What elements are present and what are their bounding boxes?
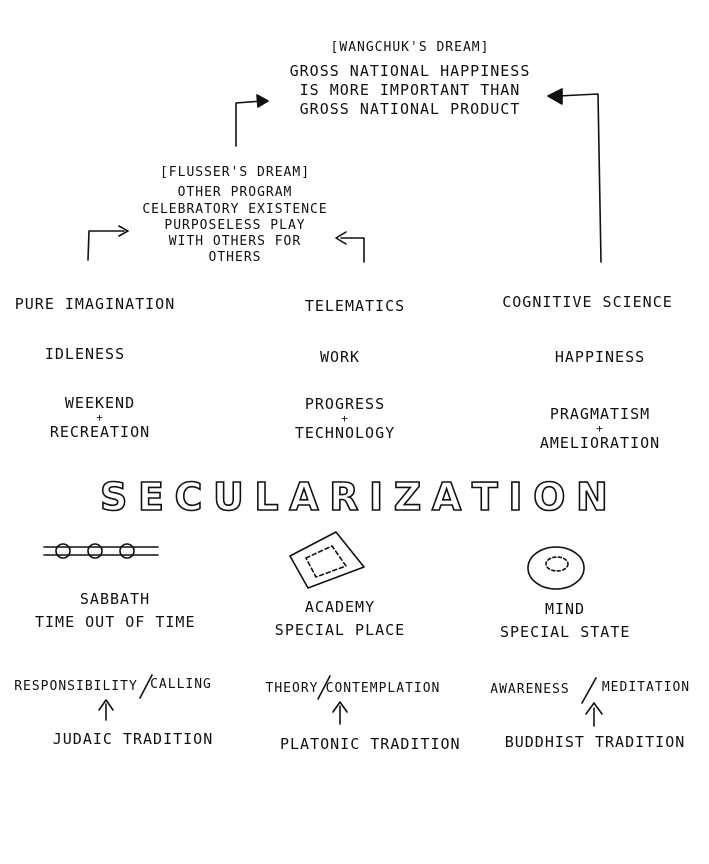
pair-weekend: WEEKEND xyxy=(64,394,136,412)
heading-cognitive-science: COGNITIVE SCIENCE xyxy=(502,293,673,311)
plus-sign: + xyxy=(596,421,604,435)
banner-letter: E xyxy=(137,475,166,519)
banner-letter: N xyxy=(575,475,610,519)
label-mind-line-2: SPECIAL STATE xyxy=(500,622,631,641)
wangchuk-dream-title: [WANGCHUK'S DREAM] xyxy=(330,40,490,55)
arrow-cognitive-to-wangchuk-head xyxy=(547,88,563,105)
label-academy: ACADEMY SPECIAL PLACE xyxy=(265,596,415,641)
label-sabbath-line-1: SABBATH xyxy=(79,590,151,608)
wangchuk-line-3: GROSS NATIONAL PRODUCT xyxy=(299,99,521,118)
label-sabbath: SABBATH TIME OUT OF TIME xyxy=(35,588,195,633)
banner-letter: A xyxy=(431,475,464,519)
mode-work: WORK xyxy=(319,348,361,366)
banner-letter: O xyxy=(532,475,568,519)
tradition-judaic: JUDAIC TRADITION xyxy=(52,730,214,748)
tradition-platonic: PLATONIC TRADITION xyxy=(280,735,461,753)
banner-letter: C xyxy=(174,475,205,519)
pair-progress: PROGRESS xyxy=(304,395,386,413)
banner-letter: R xyxy=(328,475,361,519)
flusser-line-4: WITH OTHERS FOR xyxy=(168,234,302,249)
pair-pragmatism: PRAGMATISM xyxy=(549,405,651,423)
flusser-line-1: OTHER PROGRAM xyxy=(177,185,293,201)
slash-mark xyxy=(139,674,153,699)
pair-technology: TECHNOLOGY xyxy=(294,423,396,442)
practice-awareness: AWARENESS xyxy=(490,682,570,697)
banner-letter: Z xyxy=(393,475,424,519)
arrow-imagination-to-flusser-head xyxy=(118,225,129,237)
pair-weekend-recreation: WEEKEND + RECREATION xyxy=(30,394,170,441)
mode-idleness: IDLENESS xyxy=(44,345,126,363)
label-sabbath-line-2: TIME OUT OF TIME xyxy=(35,612,196,631)
practice-responsibility: RESPONSIBILITY xyxy=(14,679,138,694)
practice-contemplation: CONTEMPLATION xyxy=(325,681,441,696)
practice-theory: THEORY xyxy=(265,681,319,696)
tradition-buddhist: BUDDHIST TRADITION xyxy=(504,733,686,751)
academy-place-icon xyxy=(289,531,365,589)
wangchuk-dream-block: [WANGCHUK'S DREAM] GROSS NATIONAL HAPPIN… xyxy=(280,40,540,119)
wangchuk-line-2: IS MORE IMPORTANT THAN xyxy=(299,81,521,99)
wangchuk-line-1: GROSS NATIONAL HAPPINESS xyxy=(289,62,531,81)
mind-state-icon xyxy=(527,546,585,590)
plus-sign: + xyxy=(96,410,104,424)
mode-happiness: HAPPINESS xyxy=(554,348,646,366)
banner-letter: A xyxy=(288,475,321,519)
banner-letter: I xyxy=(368,475,386,519)
practice-calling: CALLING xyxy=(150,677,212,692)
label-academy-line-2: SPECIAL PLACE xyxy=(274,620,406,639)
flusser-line-5: OTHERS xyxy=(208,250,262,266)
heading-telematics: TELEMATICS xyxy=(304,297,406,315)
buddhist-up-arrow xyxy=(585,702,603,727)
slash-mark xyxy=(317,675,331,700)
arrow-flusser-to-wangchuk-head xyxy=(256,94,269,108)
flusser-line-3: PURPOSELESS PLAY xyxy=(164,217,306,233)
pair-recreation: RECREATION xyxy=(49,422,151,441)
label-academy-line-1: ACADEMY xyxy=(304,598,376,616)
pair-pragmatism-amelioration: PRAGMATISM + AMELIORATION xyxy=(530,405,670,452)
arrow-cognitive-to-wangchuk xyxy=(557,93,602,263)
flusser-line-2: CELEBRATORY EXISTENCE xyxy=(142,201,328,217)
banner-letter: I xyxy=(508,475,525,519)
banner-letter: L xyxy=(254,475,281,519)
arrow-telematics-to-flusser-head xyxy=(335,231,347,245)
arrow-telematics-to-flusser xyxy=(340,237,365,263)
slash-mark xyxy=(581,677,597,704)
practice-meditation: MEDITATION xyxy=(601,680,691,695)
banner-letter: U xyxy=(212,475,246,519)
flusser-dream-title: [FLUSSER'S DREAM] xyxy=(159,165,311,180)
banner-letter: T xyxy=(471,475,500,519)
platonic-up-arrow xyxy=(332,701,348,725)
arrow-flusser-to-wangchuk xyxy=(235,100,263,147)
sabbath-chain-icon xyxy=(43,543,159,559)
heading-pure-imagination: PURE IMAGINATION xyxy=(14,295,176,313)
label-mind-line-1: MIND xyxy=(544,600,586,618)
banner-letter: S xyxy=(99,475,130,519)
label-mind: MIND SPECIAL STATE xyxy=(500,598,630,643)
judaic-up-arrow xyxy=(98,699,114,721)
flusser-dream-block: [FLUSSER'S DREAM] OTHER PROGRAM CELEBRAT… xyxy=(135,165,335,267)
arrow-imagination-to-flusser xyxy=(87,230,125,261)
secularization-banner: S E C U L A R I Z A T I O N xyxy=(99,475,610,519)
plus-sign: + xyxy=(341,411,349,425)
pair-progress-technology: PROGRESS + TECHNOLOGY xyxy=(275,395,415,442)
pair-amelioration: AMELIORATION xyxy=(539,433,661,452)
